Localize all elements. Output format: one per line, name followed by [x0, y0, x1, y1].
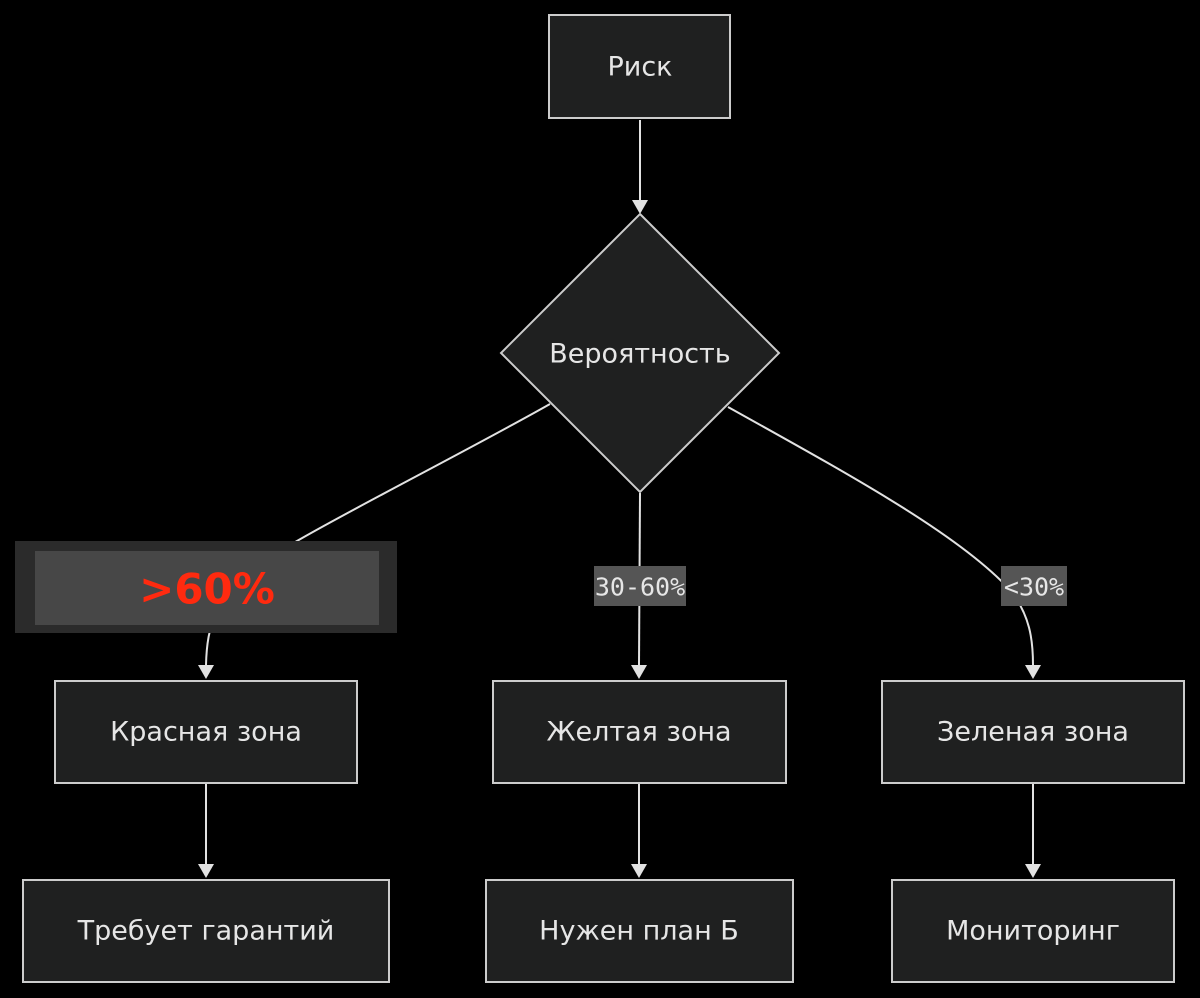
node-red-zone: Красная зона [54, 680, 358, 784]
edge-label-medium-text: 30-60% [595, 573, 685, 602]
edge-label-low-text: <30% [1004, 573, 1064, 602]
arrow-head [1025, 665, 1041, 679]
decision-probability-label: Вероятность [549, 339, 730, 370]
arrow-head [631, 864, 647, 878]
arrow-head [631, 665, 647, 679]
edge-probability-to-green-zone [727, 406, 1034, 666]
node-risk-label: Риск [608, 52, 673, 83]
arrow-head [198, 665, 214, 679]
node-red-zone-label: Красная зона [110, 717, 302, 748]
node-yellow-action-label: Нужен план Б [539, 916, 739, 947]
arrow-head [198, 864, 214, 878]
node-yellow-zone-label: Желтая зона [546, 717, 731, 748]
node-green-zone-label: Зеленая зона [937, 717, 1129, 748]
node-risk: Риск [548, 14, 731, 119]
edge-label-high: >60% [15, 541, 397, 633]
arrow-head [1025, 864, 1041, 878]
edge-label-medium: 30-60% [594, 566, 686, 606]
edge-label-low: <30% [1001, 566, 1067, 606]
node-red-action-label: Требует гарантий [77, 916, 335, 947]
highlight-panel [35, 551, 379, 625]
node-red-action: Требует гарантий [22, 879, 390, 983]
node-green-action: Мониторинг [891, 879, 1175, 983]
decision-probability: Вероятность [499, 212, 781, 494]
edge-label-high-text: >60% [139, 565, 275, 614]
node-green-action-label: Мониторинг [946, 916, 1120, 947]
arrow-head [632, 200, 648, 214]
node-yellow-action: Нужен план Б [485, 879, 794, 983]
node-green-zone: Зеленая зона [881, 680, 1185, 784]
node-yellow-zone: Желтая зона [492, 680, 787, 784]
